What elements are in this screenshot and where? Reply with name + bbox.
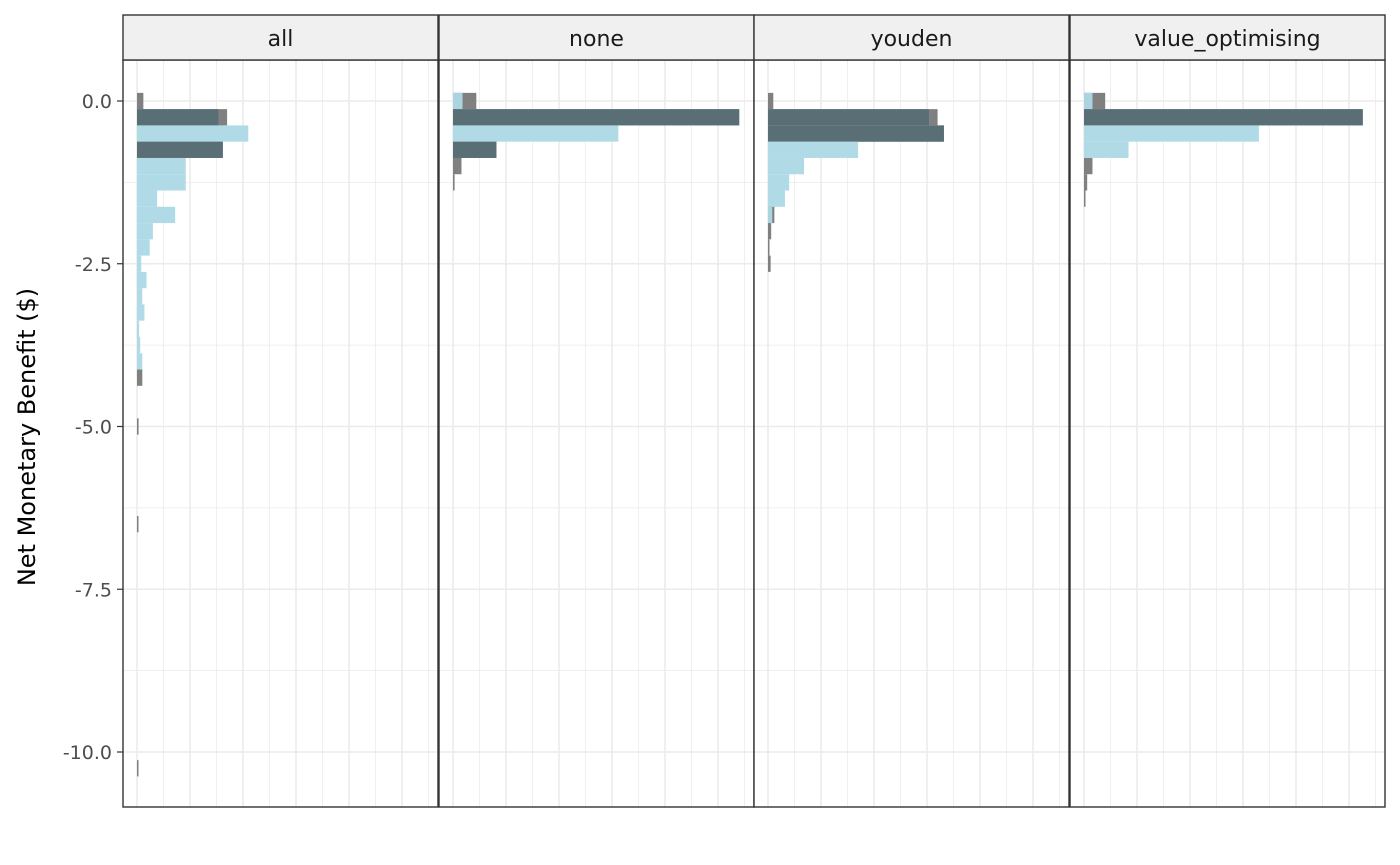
histogram-bar-selected bbox=[137, 336, 141, 354]
facet-youden: youden bbox=[753, 14, 1070, 808]
histogram-bar-all bbox=[453, 174, 455, 191]
facet-strip bbox=[753, 14, 1070, 61]
histogram-bar-selected bbox=[1084, 125, 1259, 142]
facet-strip-label: none bbox=[569, 27, 624, 52]
histogram-bar-overlap bbox=[453, 109, 740, 126]
histogram-bar-selected bbox=[137, 320, 140, 337]
y-tick-label: 0.0 bbox=[82, 91, 112, 113]
facet-strip bbox=[1069, 14, 1386, 61]
histogram-bar-selected bbox=[137, 288, 143, 305]
histogram-bar-overlap bbox=[768, 109, 930, 126]
panel-background bbox=[1070, 60, 1385, 807]
histogram-bar-overlap bbox=[768, 125, 944, 142]
histogram-bar-selected bbox=[137, 157, 186, 175]
facet-strip bbox=[122, 14, 439, 61]
histogram-bar-selected bbox=[137, 353, 143, 370]
facet-value-optimising: value_optimising bbox=[1069, 14, 1386, 808]
histogram-bar-all bbox=[137, 760, 139, 777]
histogram-bar-selected bbox=[768, 206, 773, 224]
histogram-bar-selected bbox=[137, 223, 153, 240]
facet-none: none bbox=[438, 14, 755, 808]
panel-background bbox=[754, 60, 1069, 807]
y-axis-title: Net Monetary Benefit ($) bbox=[13, 288, 41, 586]
histogram-bar-selected bbox=[453, 125, 619, 142]
histogram-bar-overlap bbox=[137, 141, 223, 158]
histogram-bar-selected bbox=[137, 304, 145, 321]
histogram-bar-all bbox=[453, 157, 462, 175]
histogram-bar-selected bbox=[137, 125, 249, 142]
histogram-bar-selected bbox=[1084, 141, 1129, 158]
histogram-bar-overlap bbox=[453, 141, 497, 158]
histogram-bar-all bbox=[1084, 190, 1086, 207]
histogram-bar-all bbox=[768, 239, 770, 256]
facet-strip-label: all bbox=[268, 27, 294, 52]
histogram-bar-all bbox=[137, 418, 139, 435]
histogram-bar-selected bbox=[768, 157, 805, 175]
y-tick-label: -10.0 bbox=[63, 742, 112, 764]
histogram-bar-selected bbox=[768, 141, 859, 158]
histogram-bar-all bbox=[768, 255, 771, 272]
histogram-bar-selected bbox=[768, 174, 790, 191]
y-tick-label: -5.0 bbox=[75, 417, 112, 439]
histogram-bar-selected bbox=[137, 271, 147, 289]
histogram-bar-all bbox=[768, 92, 774, 110]
histogram-bar-all bbox=[1084, 157, 1093, 175]
histogram-bar-all bbox=[137, 516, 139, 533]
histogram-bar-selected bbox=[137, 174, 186, 191]
histogram-bar-selected bbox=[137, 206, 176, 224]
y-tick-label: -2.5 bbox=[75, 254, 112, 276]
histogram-bar-selected bbox=[453, 92, 463, 110]
y-axis-ticks: 0.0 -2.5 -5.0 -7.5 -10.0 bbox=[63, 91, 123, 764]
facet-strip-label: youden bbox=[871, 27, 953, 52]
histogram-bar-all bbox=[768, 223, 772, 240]
facet-panels: all none youden value_optimising bbox=[122, 14, 1386, 808]
facet-all: all bbox=[122, 14, 439, 808]
histogram-bar-selected bbox=[768, 190, 785, 207]
facet-strip bbox=[438, 14, 755, 61]
histogram-bar-all bbox=[137, 369, 143, 386]
histogram-bar-selected bbox=[1084, 92, 1093, 110]
facet-strip-label: value_optimising bbox=[1134, 27, 1320, 52]
histogram-bar-all bbox=[137, 92, 144, 110]
histogram-bar-overlap bbox=[1084, 109, 1363, 126]
histogram-bar-selected bbox=[137, 255, 142, 272]
histogram-bar-selected bbox=[137, 239, 150, 256]
y-tick-label: -7.5 bbox=[75, 579, 112, 601]
panel-background bbox=[439, 60, 754, 807]
histogram-bar-selected bbox=[137, 190, 158, 207]
histogram-bar-all bbox=[1084, 174, 1088, 191]
histogram-bar-overlap bbox=[137, 109, 219, 126]
